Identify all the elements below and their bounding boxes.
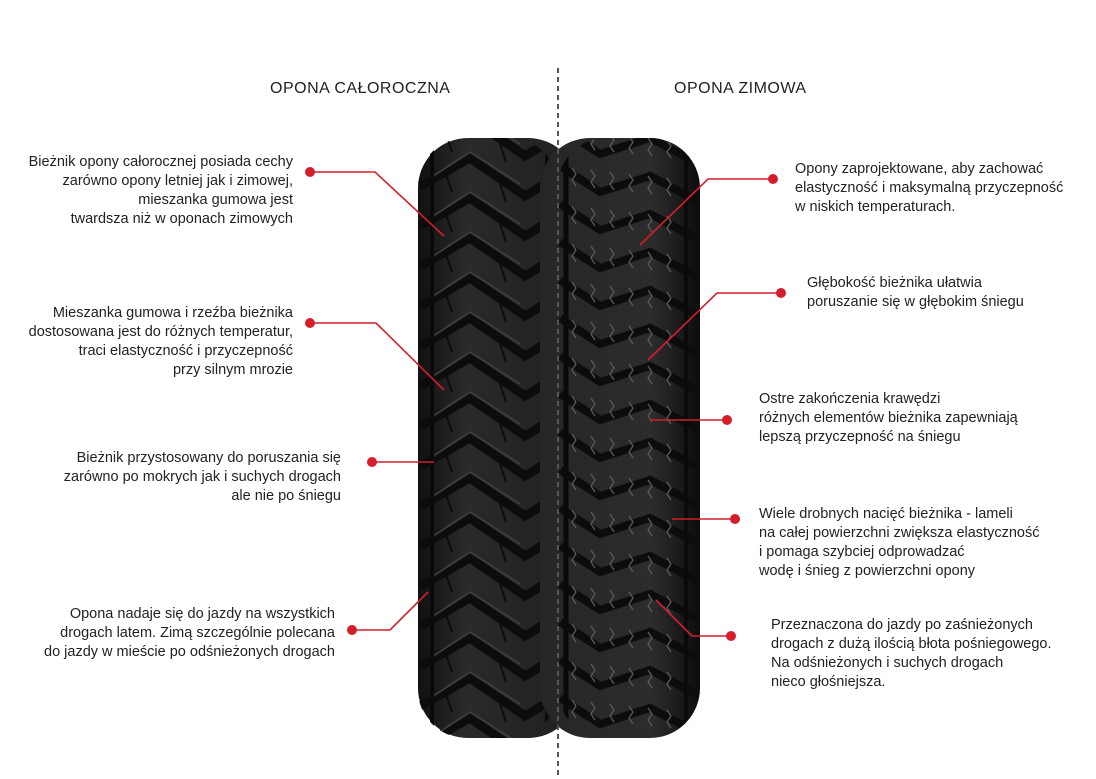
left-callout-1	[305, 167, 445, 237]
left-callout-2-dot	[305, 318, 315, 328]
right-callout-3-dot	[722, 415, 732, 425]
left-callout-2	[305, 318, 445, 391]
right-callout-2	[647, 288, 786, 361]
right-callout-1-dot	[768, 174, 778, 184]
winter-heading: OPONA ZIMOWA	[674, 80, 807, 97]
left-callout-4-dot	[347, 625, 357, 635]
right-callout-2-dot	[776, 288, 786, 298]
left-callout-3-dot	[367, 457, 377, 467]
right-callout-5-dot	[726, 631, 736, 641]
winter-tyre-half	[540, 138, 700, 738]
right-callout-1	[639, 174, 778, 246]
callout-lines	[305, 167, 786, 641]
all-season-heading: OPONA CAŁOROCZNA	[270, 80, 451, 97]
right-callout-4	[672, 514, 740, 524]
right-callout-4-dot	[730, 514, 740, 524]
right-callout-3	[650, 415, 732, 425]
right-callout-5	[655, 599, 736, 641]
left-callout-4	[347, 591, 429, 635]
left-callout-3	[367, 457, 434, 467]
left-callout-1-dot	[305, 167, 315, 177]
